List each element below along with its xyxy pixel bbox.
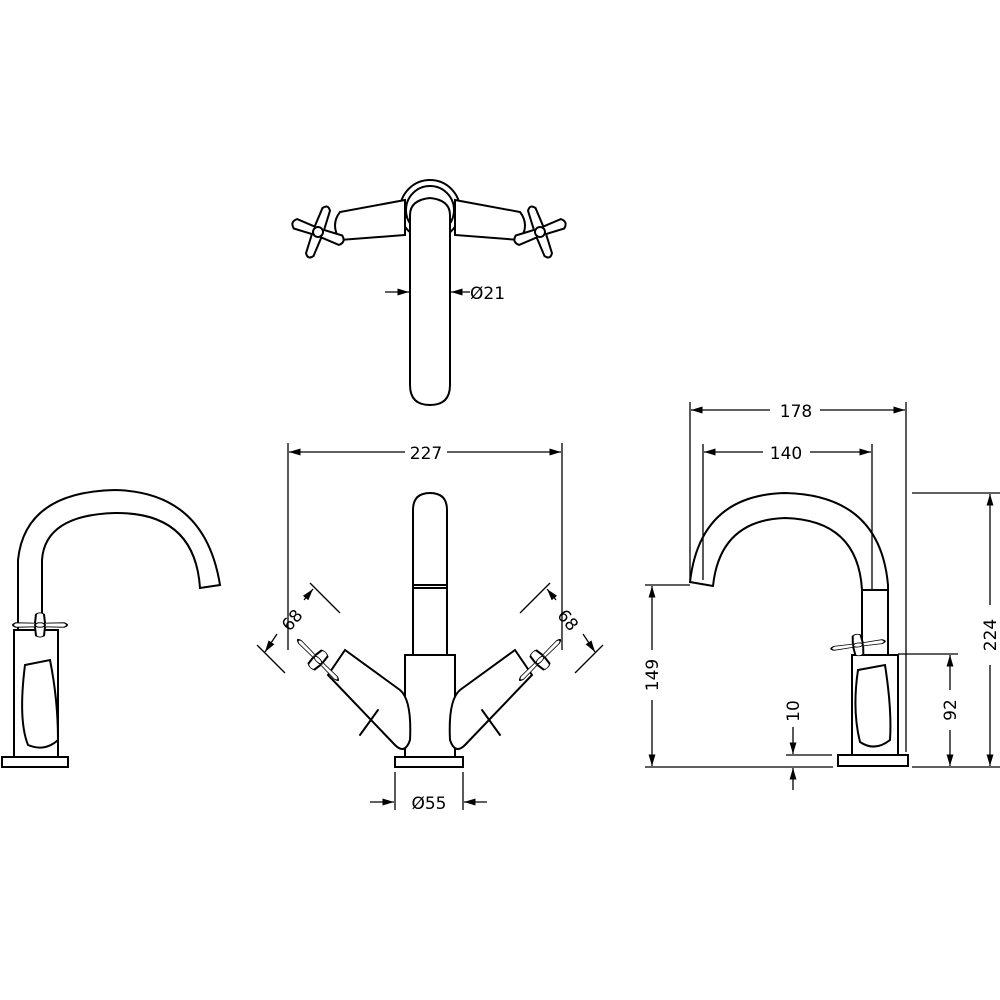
top-spout xyxy=(409,196,451,407)
dim-spout-outlet-height: 149 xyxy=(643,584,690,766)
left-side-view xyxy=(1,488,222,768)
top-handle-left xyxy=(282,196,406,268)
dim-top-spout-diameter: Ø21 xyxy=(385,284,505,304)
right-base xyxy=(837,754,909,767)
front-view: 227 68 68 Ø55 xyxy=(256,443,604,814)
left-base xyxy=(1,756,69,768)
dim-label-side-reach-inner: 140 xyxy=(770,444,802,464)
front-body xyxy=(404,654,456,758)
front-base xyxy=(394,756,464,768)
dim-base-diameter: Ø55 xyxy=(370,772,487,814)
dim-base-thickness: 10 xyxy=(784,700,832,790)
dim-body-height: 92 xyxy=(898,653,961,766)
dim-overall-height: 224 xyxy=(912,492,1000,766)
right-spout xyxy=(688,491,889,656)
dim-label-front-width: 227 xyxy=(410,444,442,464)
front-handle-left xyxy=(289,631,412,750)
dim-front-width: 227 xyxy=(287,443,563,650)
dim-label-overall-height: 224 xyxy=(981,619,1000,651)
dim-side-reach-outer: 178 xyxy=(689,402,907,752)
dim-front-handle-left: 68 xyxy=(256,582,341,674)
dim-side-reach-inner: 140 xyxy=(702,444,873,590)
dim-label-base-thickness: 10 xyxy=(784,700,804,722)
dim-label-front-handle-right: 68 xyxy=(553,606,582,635)
front-spout xyxy=(412,491,448,656)
dim-label-spout-outlet-height: 149 xyxy=(643,659,663,691)
right-side-view: 178 140 149 10 92 224 xyxy=(643,402,1000,790)
top-view: Ø21 xyxy=(282,179,576,407)
top-handle-right xyxy=(454,196,576,268)
front-handle-right xyxy=(448,631,569,750)
dim-label-front-handle-left: 68 xyxy=(278,606,307,635)
left-spout xyxy=(17,488,222,631)
dim-label-base-diameter: Ø55 xyxy=(411,794,446,814)
dim-label-side-reach-outer: 178 xyxy=(780,402,812,422)
dim-label-body-height: 92 xyxy=(941,699,961,721)
dim-label-top-spout: Ø21 xyxy=(470,284,505,304)
